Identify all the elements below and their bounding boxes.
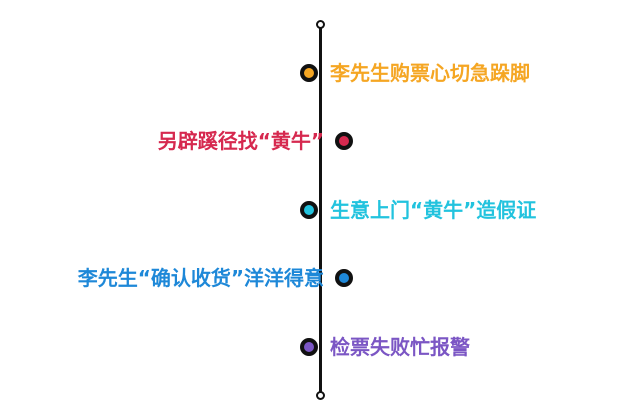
event-label-3: 生意上门“黄牛”造假证 [330,198,537,222]
event-label-4: 李先生“确认收货”洋洋得意 [77,266,324,290]
event-node-2 [335,132,353,150]
timeline-axis [319,28,322,394]
event-label-1: 李先生购票心切急跺脚 [330,61,530,85]
timeline-end-cap [316,391,325,400]
event-label-5: 检票失败忙报警 [330,335,470,359]
event-node-5 [300,338,318,356]
event-node-1 [300,64,318,82]
timeline-start-cap [316,20,325,29]
event-node-3 [300,201,318,219]
event-label-2: 另辟蹊径找“黄牛” [157,129,324,153]
event-node-4 [335,269,353,287]
